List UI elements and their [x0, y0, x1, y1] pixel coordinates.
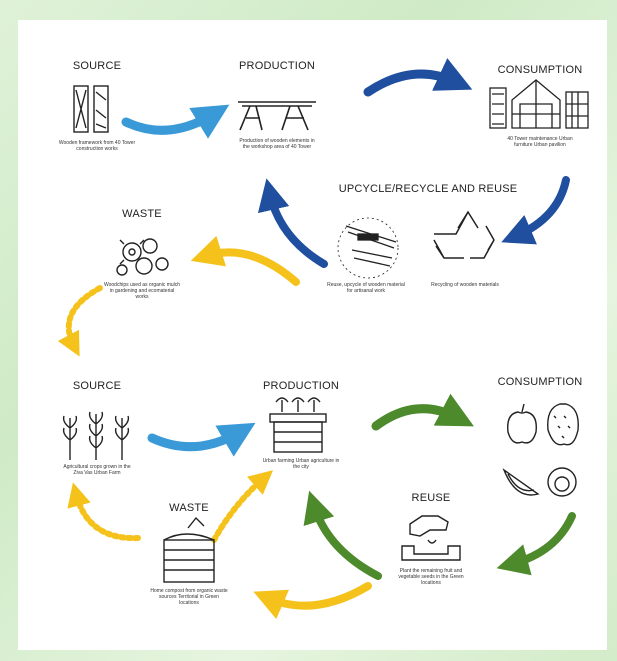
arrow-source-to-production-2	[147, 422, 256, 457]
wood-consumption-caption: 40 Tower maintenance Urban furniture Urb…	[507, 136, 573, 148]
food-consumption-title: CONSUMPTION	[497, 376, 583, 388]
arrow-production-to-consumption-2	[371, 393, 474, 431]
seed-planting-hand-icon	[401, 515, 461, 561]
wood-products-icon	[489, 79, 589, 129]
wood-upcycle-title: UPCYCLE/RECYCLE AND REUSE	[338, 183, 518, 195]
arrow-consumption-to-upcycle-1	[501, 176, 570, 245]
arrow-upcycle-to-waste-1	[190, 235, 300, 286]
wood-source-title: SOURCE	[72, 60, 122, 72]
recycle-icon	[433, 210, 495, 259]
food-source-title: SOURCE	[72, 380, 122, 392]
woodchips-gears-icon	[116, 238, 169, 276]
wood-production-caption: Production of wooden elements in the wor…	[239, 138, 315, 150]
food-source-caption: Agricultural crops grown in the Ziva Vas…	[63, 464, 131, 476]
wooden-framework-icon	[73, 85, 109, 133]
wood-waste-caption: Woodchips used as organic mulch in garde…	[103, 282, 181, 300]
wood-upcycle-caption-left: Reuse, upcycle of wooden material for ar…	[327, 282, 405, 294]
wood-waste-title: WASTE	[122, 208, 162, 220]
wood-upcycle-caption-right: Recycling of wooden materials	[431, 282, 499, 288]
arrow-production-to-consumption-1	[363, 58, 473, 97]
food-waste-caption: Home compost from organic waste sources …	[150, 588, 228, 606]
food-production-title: PRODUCTION	[263, 380, 339, 392]
arrow-waste-to-production-dotted	[211, 470, 274, 543]
food-reuse-caption: Plant the remaining fruit and vegetable …	[398, 568, 464, 586]
arrow-upcycle-to-production-1	[257, 178, 328, 268]
compost-bin-icon	[163, 516, 215, 583]
arrow-source-to-production-1	[121, 104, 230, 139]
wood-production-title: PRODUCTION	[239, 60, 315, 72]
arrow-reuse-to-waste-2	[253, 582, 372, 620]
wood-workshop-icon	[337, 217, 399, 279]
arrow-waste-to-source-dotted-2	[67, 482, 141, 542]
food-reuse-title: REUSE	[411, 492, 451, 504]
sawhorse-table-icon	[238, 101, 316, 131]
food-production-caption: Urban farming Urban agriculture in the c…	[262, 458, 340, 470]
circular-economy-diagram: SOURCE Wooden framework from 40 Tower co…	[18, 20, 607, 650]
planter-box-icon	[269, 397, 327, 453]
food-waste-title: WASTE	[169, 502, 209, 514]
arrow-waste-to-source-dotted	[57, 285, 103, 357]
arrow-reuse-to-production-2	[303, 490, 382, 580]
wood-consumption-title: CONSUMPTION	[497, 64, 583, 76]
diagram-graphics	[57, 58, 589, 620]
arrow-consumption-to-reuse-2	[496, 512, 576, 576]
fruits-icon	[502, 403, 579, 497]
wood-source-caption: Wooden framework from 40 Tower construct…	[58, 140, 136, 152]
crops-plants-icon	[62, 411, 130, 460]
